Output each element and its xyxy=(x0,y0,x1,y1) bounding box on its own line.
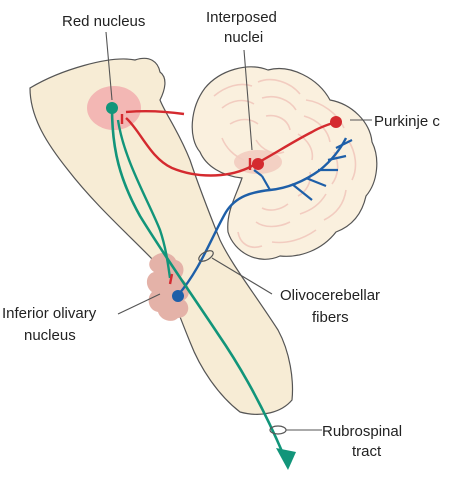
interposed-neuron xyxy=(252,158,264,170)
label-red-nucleus: Red nucleus xyxy=(62,13,145,30)
red-nucleus-branch xyxy=(125,109,185,116)
leader-lines xyxy=(105,31,372,431)
red-nucleus-neuron xyxy=(106,102,118,114)
label-inferior-olivary-line2: nucleus xyxy=(24,327,76,344)
inferior-olive-shape xyxy=(146,252,189,321)
green-rubrospinal-tract xyxy=(110,107,286,457)
purkinje-neuron xyxy=(330,116,342,128)
olivocerebellar-marker xyxy=(198,250,214,262)
red-pathway-axon xyxy=(125,117,337,177)
olivary-neuron xyxy=(172,290,184,302)
blue-climbing-branches xyxy=(253,139,353,201)
label-interposed-line2: nuclei xyxy=(224,29,263,46)
label-purkinje: Purkinje c xyxy=(374,113,440,130)
synapse-terminals xyxy=(120,114,252,285)
label-inferior-olivary-line1: Inferior olivary xyxy=(2,305,97,322)
label-olivocerebellar-line2: fibers xyxy=(312,309,349,326)
label-olivocerebellar-line1: Olivocerebellar xyxy=(280,287,380,304)
cerebellum-outline xyxy=(191,66,378,260)
label-interposed-line1: Interposed xyxy=(206,9,277,26)
label-rubrospinal-line2: tract xyxy=(352,443,382,460)
label-rubrospinal-line1: Rubrospinal xyxy=(322,423,402,440)
green-collateral-to-olive xyxy=(116,119,172,279)
rubrospinal-arrowhead xyxy=(276,448,296,470)
